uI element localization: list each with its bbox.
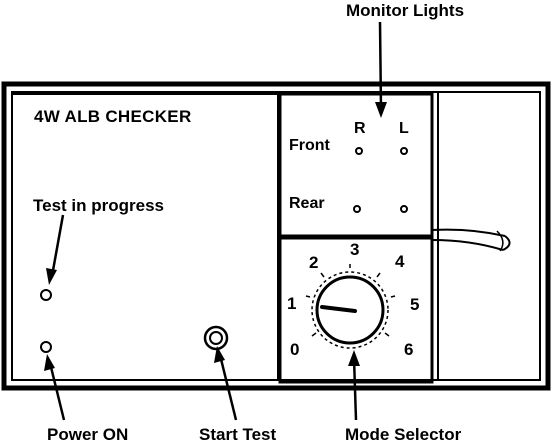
main-panel bbox=[11, 93, 279, 381]
start-test-label: Start Test bbox=[199, 425, 277, 444]
dial-number: 0 bbox=[290, 340, 300, 359]
monitor-lights-box bbox=[278, 92, 434, 238]
monitor-lights-label: Monitor Lights bbox=[346, 1, 465, 20]
mode-selector-knob-icon bbox=[311, 271, 389, 349]
dial-number: 2 bbox=[309, 253, 319, 272]
panel-title: 4W ALB CHECKER bbox=[34, 107, 192, 126]
power-on-label: Power ON bbox=[47, 425, 129, 444]
left-column-label: L bbox=[399, 120, 409, 137]
inner-housing bbox=[11, 91, 541, 381]
front-left-lamp-icon bbox=[400, 147, 408, 155]
start-test-button-icon bbox=[203, 325, 229, 351]
cable-icon bbox=[431, 228, 511, 252]
front-row-label: Front bbox=[289, 137, 330, 154]
rear-right-lamp-icon bbox=[353, 205, 361, 213]
front-right-lamp-icon bbox=[355, 147, 363, 155]
outer-housing bbox=[1, 81, 551, 391]
rear-left-lamp-icon bbox=[400, 205, 408, 213]
callout-lines bbox=[44, 21, 387, 421]
power-on-lamp-icon bbox=[40, 341, 52, 353]
dial-number: 1 bbox=[287, 294, 297, 313]
rear-row-label: Rear bbox=[289, 195, 325, 212]
test-in-progress-label: Test in progress bbox=[33, 196, 164, 215]
mode-selector-label: Mode Selector bbox=[345, 425, 462, 444]
dial-number: 5 bbox=[410, 295, 420, 314]
dial-number: 6 bbox=[404, 340, 414, 359]
dial-number: 3 bbox=[350, 240, 360, 259]
right-column-label: R bbox=[354, 120, 366, 137]
dial-number: 4 bbox=[395, 252, 405, 271]
test-in-progress-lamp-icon bbox=[40, 289, 52, 301]
dial-ticks bbox=[305, 264, 396, 337]
